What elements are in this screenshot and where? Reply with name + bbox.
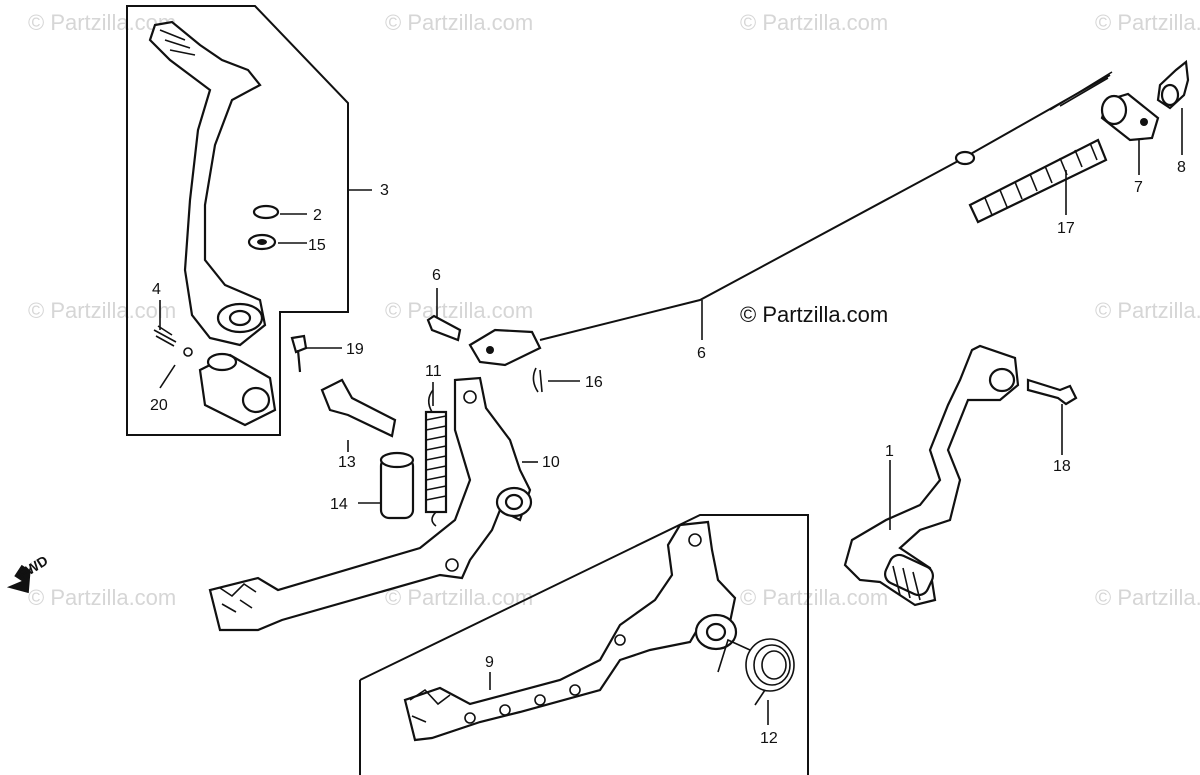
- watermark: © Partzilla.com: [1095, 10, 1200, 35]
- return-spring: [424, 389, 448, 527]
- brake-pedal-group-frame: [359, 514, 809, 775]
- alt-brake-pedal: [403, 520, 738, 742]
- bolt-washer: [252, 204, 280, 220]
- watermark: © Partzilla.com: [740, 10, 888, 35]
- callout-3: 3: [380, 182, 389, 199]
- callout-1: 1: [885, 443, 894, 460]
- callout-20: 20: [150, 397, 168, 414]
- callout-17: 17: [1057, 220, 1075, 237]
- callout-6-bolt: 6: [432, 267, 441, 284]
- callout-15: 15: [308, 237, 326, 254]
- callout-10: 10: [542, 454, 560, 471]
- kickstarter-group-frame: [126, 5, 349, 436]
- callout-2: 2: [313, 207, 322, 224]
- watermark: © Partzilla.com: [28, 585, 176, 610]
- callout-12: 12: [760, 730, 778, 747]
- watermark: © Partzilla.com: [28, 298, 176, 323]
- leader-lines: [159, 108, 1183, 725]
- callout-6-rod: 6: [697, 345, 706, 362]
- watermark: © Partzilla.com: [740, 585, 888, 610]
- torsion-spring: [717, 638, 795, 706]
- pivot-bolt: [320, 378, 397, 438]
- fwd-label: FWD: [15, 552, 51, 582]
- kickstarter-arm: [148, 20, 267, 347]
- callout-18: 18: [1053, 458, 1071, 475]
- washer-hole: [257, 239, 267, 245]
- adjusting-nut: [1156, 59, 1190, 110]
- spring-small: [153, 325, 177, 347]
- rod-joint: [1100, 92, 1160, 142]
- watermark: © Partzilla.com: [28, 10, 176, 35]
- ball: [183, 347, 193, 357]
- partzilla-watermark: © Partzilla.com: [740, 302, 888, 327]
- callout-4: 4: [152, 281, 161, 298]
- brake-pedal: [208, 376, 533, 632]
- rod-spring: [968, 138, 1108, 224]
- background-watermarks: © Partzilla.com © Partzilla.com © Partzi…: [28, 10, 1200, 610]
- callout-16: 16: [585, 374, 603, 391]
- watermark: © Partzilla.com: [385, 10, 533, 35]
- watermark: © Partzilla.com: [1095, 585, 1200, 610]
- callout-11: 11: [425, 363, 442, 380]
- watermark: © Partzilla.com: [385, 585, 533, 610]
- cotter-pin: [532, 367, 543, 393]
- clevis-bolt: [426, 314, 462, 342]
- brake-rod: [468, 71, 1113, 367]
- watermark: © Partzilla.com: [1095, 298, 1200, 323]
- callout-7: 7: [1134, 179, 1143, 196]
- callouts: 3 2 15 4 20 19 13 14 11 10 6 16 6 17 7 8…: [150, 159, 1186, 747]
- watermark: © Partzilla.com: [385, 298, 533, 323]
- bolt: [290, 334, 308, 373]
- change-pedal: [843, 344, 1020, 607]
- callout-8: 8: [1177, 159, 1186, 176]
- callout-19: 19: [346, 341, 364, 358]
- callout-13: 13: [338, 454, 356, 471]
- callout-9: 9: [485, 654, 494, 671]
- callout-14: 14: [330, 496, 348, 513]
- pedal-bolt: [1026, 378, 1078, 406]
